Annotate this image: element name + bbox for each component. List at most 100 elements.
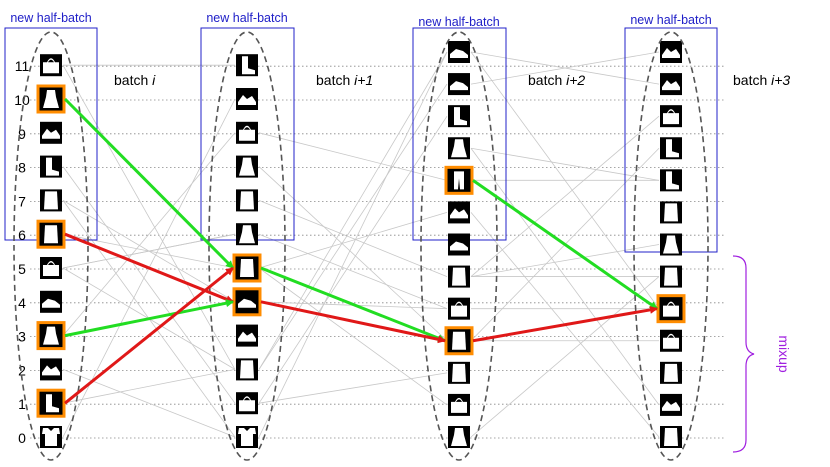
- permutation-link: [258, 83, 448, 370]
- permutation-link: [470, 51, 660, 85]
- thumbnail-top: [36, 219, 66, 249]
- thumbnail-boot: [40, 155, 62, 178]
- thumbnail-sneaker: [448, 73, 470, 96]
- green-mixup-arrow: [64, 299, 234, 338]
- thumbnail-sandal: [40, 121, 62, 144]
- batch-label-4: batch i+3: [733, 72, 790, 88]
- permutation-link: [258, 166, 448, 342]
- red-mixup-arrow: [64, 266, 234, 405]
- slot-label: 0: [18, 430, 26, 446]
- batch-ellipse-3: [420, 31, 498, 461]
- mixup-arrows: [63, 97, 658, 405]
- permutation-link: [470, 148, 660, 406]
- half-batch-label: new half-batch: [418, 15, 499, 29]
- thumbnail-top: [236, 358, 258, 381]
- permutation-link: [470, 147, 660, 181]
- permutation-link: [62, 166, 236, 404]
- red-mixup-arrow: [260, 300, 446, 344]
- thumbnail-shirt: [236, 426, 258, 448]
- mixup-label: mixup: [776, 335, 792, 373]
- thumbnail-sandal: [660, 393, 682, 416]
- green-mixup-arrow: [260, 266, 446, 343]
- thumbnail-dress: [660, 233, 682, 256]
- thumbnail-sandal: [236, 324, 258, 347]
- thumbnail-bag: [448, 297, 470, 320]
- batch-label-1: batch i: [114, 72, 156, 88]
- slot-label: 8: [18, 160, 26, 176]
- half-batch-label: new half-batch: [206, 11, 287, 25]
- slot-label: 5: [18, 261, 26, 277]
- thumbnail-shirt: [40, 426, 62, 448]
- batch-ellipses: [13, 31, 709, 461]
- thumbnail-dress: [36, 321, 66, 351]
- permutation-link: [62, 132, 236, 336]
- thumbnail-top: [448, 361, 470, 384]
- batch-label-2: batch i+1: [316, 72, 373, 88]
- permutation-link: [470, 51, 660, 309]
- thumbnail-sandal: [660, 73, 682, 96]
- thumbnail-bag: [40, 54, 62, 77]
- thumbnail-sandal: [660, 41, 682, 63]
- thumbnail-bag: [656, 294, 686, 324]
- batch-ellipse-1: [13, 31, 89, 461]
- thumbnail-bag: [236, 121, 258, 144]
- highlight-frame: [444, 165, 474, 195]
- batch-ellipse-4: [633, 31, 709, 461]
- permutation-link: [62, 65, 236, 370]
- slot-label: 2: [18, 362, 26, 378]
- thumbnail-dress: [236, 155, 258, 178]
- slot-label: 6: [18, 227, 26, 243]
- thumbnail-boot: [36, 388, 66, 418]
- thumbnail-bag: [236, 392, 258, 415]
- permutation-link: [258, 200, 448, 277]
- thumbnail-dress: [236, 223, 258, 246]
- thumbnail-sneaker: [232, 287, 262, 317]
- thumbnail-top: [448, 265, 470, 288]
- thumbnail-dress: [448, 426, 470, 448]
- permutation-link: [258, 132, 448, 181]
- slot-label: 11: [15, 58, 30, 74]
- thumbnail-top: [236, 189, 258, 212]
- thumbnail-bag: [448, 393, 470, 416]
- thumbnail-top: [40, 189, 62, 212]
- green-mixup-arrow: [472, 179, 658, 310]
- thumbnail-top: [660, 426, 682, 448]
- permutation-link: [258, 212, 448, 269]
- thumbnail-bag: [660, 329, 682, 352]
- permutation-link: [258, 267, 448, 406]
- permutation-link: [62, 369, 236, 404]
- thumbnail-sneaker: [448, 233, 470, 256]
- thumbnail-bag: [40, 257, 62, 279]
- slot-label: 1: [18, 396, 26, 412]
- green-mixup-arrow: [63, 97, 235, 270]
- permutation-link: [470, 115, 660, 277]
- batch-label-3: batch i+2: [528, 72, 585, 88]
- thumbnail-bag: [660, 105, 682, 128]
- slot-label: 9: [18, 126, 26, 142]
- permutation-link: [470, 244, 660, 277]
- thumbnail-boot: [448, 105, 470, 128]
- half-batch-label: new half-batch: [10, 11, 91, 25]
- permutation-link: [258, 51, 448, 370]
- batch-ellipse-2: [208, 31, 286, 461]
- thumbnail-top: [660, 201, 682, 224]
- thumbnail-sandal: [236, 88, 258, 110]
- thumbnail-top: [232, 253, 262, 283]
- thumbnail-boot: [660, 137, 682, 160]
- thumbnail-boot: [660, 169, 682, 192]
- permutation-link: [258, 233, 448, 310]
- red-mixup-arrow: [472, 305, 658, 343]
- highlight-frame: [232, 287, 262, 317]
- thumbnail-top: [660, 361, 682, 384]
- thumbnail-sandal: [40, 358, 62, 381]
- thumbnail-columns: [36, 41, 686, 448]
- thumbnail-boot: [236, 54, 258, 77]
- thumbnail-sneaker: [40, 290, 62, 313]
- thumbnail-sneaker: [448, 41, 470, 63]
- slot-label: 3: [18, 329, 26, 345]
- slot-label: 10: [14, 92, 30, 108]
- permutation-link: [258, 115, 448, 404]
- mixup-brace: mixup: [732, 255, 792, 453]
